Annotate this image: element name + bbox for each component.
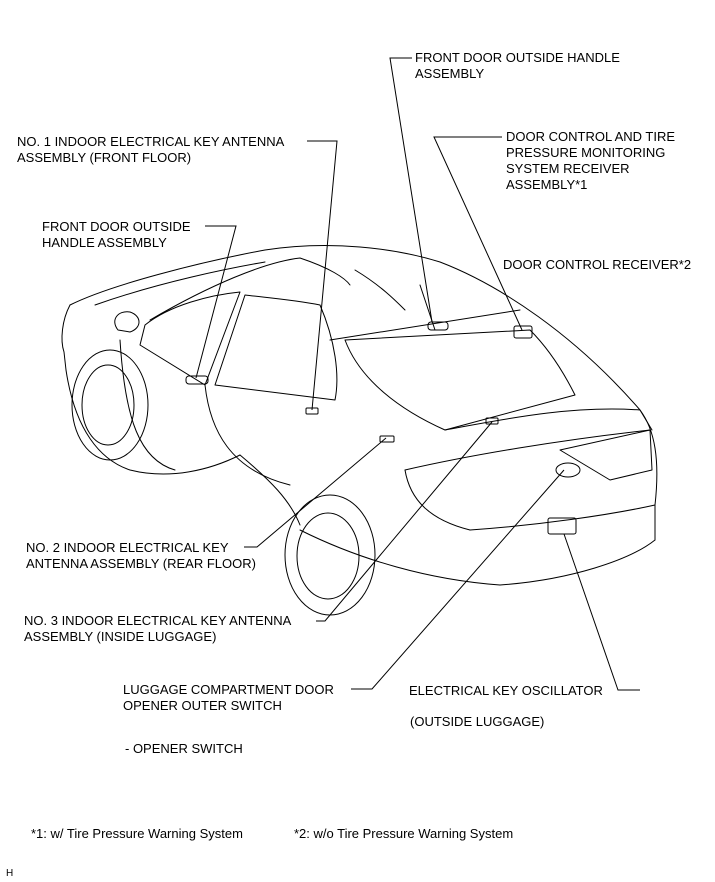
label-opener-switch: - OPENER SWITCH xyxy=(125,741,243,756)
label-no3-indoor-antenna: NO. 3 INDOOR ELECTRICAL KEY ANTENNA ASSE… xyxy=(24,613,292,644)
leader-lines xyxy=(195,57,640,691)
label-door-control-tpms-receiver: DOOR CONTROL AND TIRE PRESSURE MONITORIN… xyxy=(506,129,676,192)
label-no2-indoor-antenna: NO. 2 INDOOR ELECTRICAL KEY ANTENNA ASSE… xyxy=(26,540,256,571)
label-door-control-receiver: DOOR CONTROL RECEIVER*2 xyxy=(503,257,692,272)
footnote-2: *2: w/o Tire Pressure Warning System xyxy=(294,826,514,841)
label-luggage-opener-switch: LUGGAGE COMPARTMENT DOOR OPENER OUTER SW… xyxy=(123,682,334,713)
label-outside-luggage: (OUTSIDE LUGGAGE) xyxy=(410,714,545,729)
corner-mark: H xyxy=(6,868,14,879)
label-no1-indoor-antenna: NO. 1 INDOOR ELECTRICAL KEY ANTENNA ASSE… xyxy=(17,134,285,165)
label-front-door-handle-right: FRONT DOOR OUTSIDE HANDLE ASSEMBLY xyxy=(415,50,620,81)
footnote-1: *1: w/ Tire Pressure Warning System xyxy=(31,826,243,841)
label-electrical-key-oscillator: ELECTRICAL KEY OSCILLATOR xyxy=(409,683,603,698)
car-outline xyxy=(61,245,658,616)
label-front-door-handle-left: FRONT DOOR OUTSIDE HANDLE ASSEMBLY xyxy=(42,219,191,250)
